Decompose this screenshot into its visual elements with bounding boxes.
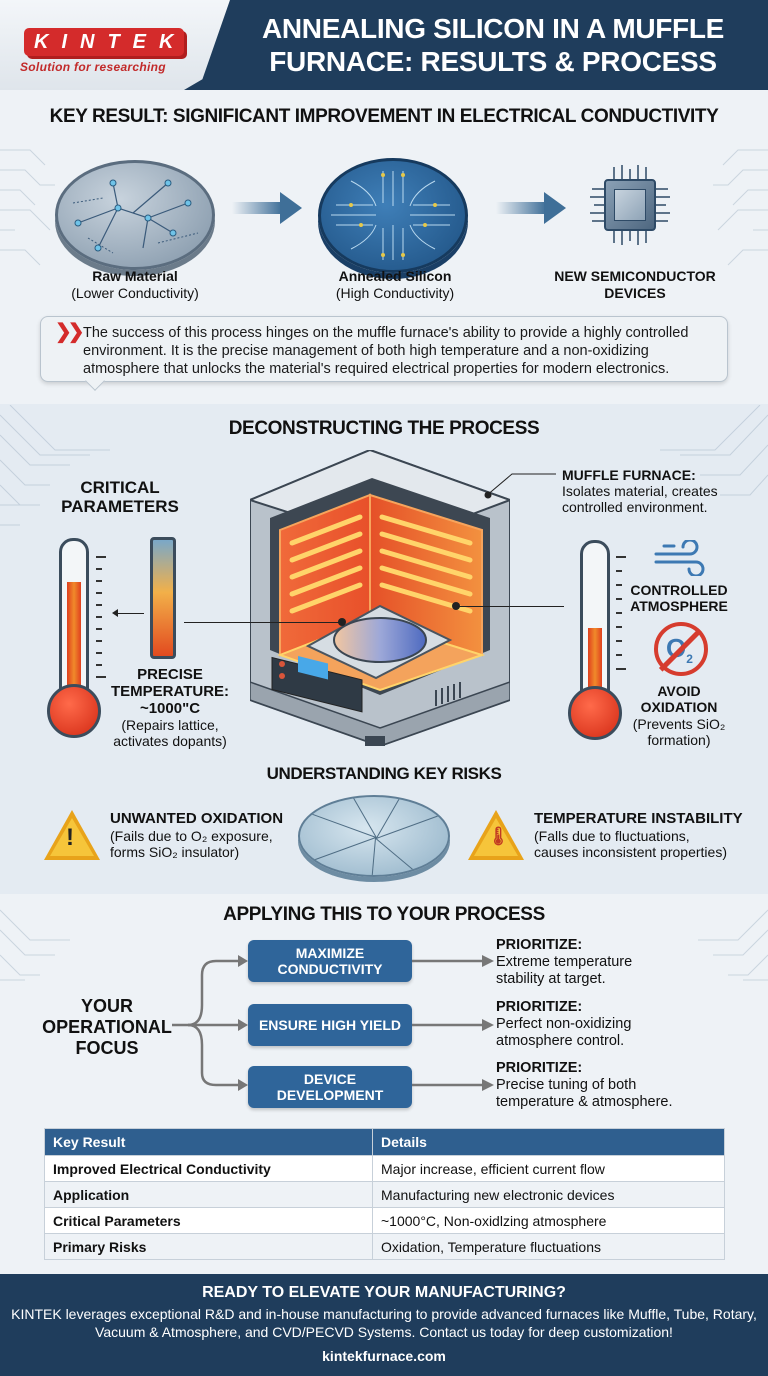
temperature-description: (Repairs lattice,activates dopants) — [113, 717, 227, 749]
circuit-decoration-apply-left — [0, 909, 70, 981]
table-cell-key: Application — [44, 1181, 373, 1208]
footer-description: KINTEK leverages exceptional R&D and in-… — [11, 1306, 757, 1340]
header-banner: KINTEK Solution for researching ANNEALIN… — [0, 0, 768, 90]
table-cell-detail: ~1000°C, Non-oxidlzing atmosphere — [372, 1207, 725, 1234]
title-line-1: ANNEALING SILICON IN A MUFFLE — [261, 13, 725, 44]
summary-table: Key Result Details Improved Electrical C… — [44, 1128, 725, 1260]
pointer-arrow — [116, 613, 144, 614]
raw-material-label: Raw Material(Lower Conductivity) — [71, 268, 199, 301]
temperature-gradient-bar — [150, 537, 176, 659]
no-oxygen-icon: O2 — [654, 622, 708, 676]
process-title: DECONSTRUCTING THE PROCESS — [228, 418, 540, 439]
annealed-wafer-icon — [318, 158, 468, 273]
table-cell-key: Critical Parameters — [44, 1207, 373, 1234]
leader-dot-chamber — [452, 602, 460, 610]
priority-arrows — [412, 955, 494, 1091]
table-cell-detail: Oxidation, Temperature fluctuations — [372, 1233, 725, 1260]
table-row: Critical Parameters ~1000°C, Non-oxidlzi… — [44, 1207, 725, 1234]
arrow-head-icon — [112, 609, 118, 617]
ensure-high-yield-button[interactable]: ENSURE HIGH YIELD — [248, 1004, 412, 1046]
callout-text: The success of this process hinges on th… — [83, 325, 689, 377]
table-row: Primary Risks Oxidation, Temperature flu… — [44, 1233, 725, 1260]
page-title: ANNEALING SILICON IN A MUFFLE FURNACE: R… — [228, 12, 758, 78]
key-result-title: KEY RESULT: SIGNIFICANT IMPROVEMENT IN E… — [49, 106, 719, 127]
annealed-silicon-label: Annealed Silicon(High Conductivity) — [335, 268, 455, 301]
muffle-furnace-illustration — [250, 450, 510, 746]
table-cell-detail: Manufacturing new electronic devices — [372, 1181, 725, 1208]
website-link[interactable]: kintekfurnace.com — [322, 1348, 446, 1364]
flow-arrow-2 — [496, 192, 566, 224]
circuit-decoration-apply-right — [698, 909, 768, 981]
risk-description-temperature: (Falls due to fluctuations,causes incons… — [534, 828, 727, 860]
apply-title: APPLYING THIS TO YOUR PROCESS — [223, 904, 545, 925]
logo-panel: KINTEK Solution for researching — [0, 0, 230, 90]
kintek-logo[interactable]: KINTEK — [24, 28, 184, 56]
leader-line-furnace — [484, 473, 556, 499]
risk-description-oxidation: (Fails due to O₂ exposure,forms SiO₂ ins… — [110, 828, 273, 860]
thermometer-right-icon — [566, 540, 626, 750]
leader-dot-tray — [338, 618, 346, 626]
circuit-decoration-right — [713, 149, 768, 266]
warning-icon-oxidation: ! — [44, 810, 100, 860]
footer-cta: READY TO ELEVATE YOUR MANUFACTURING? KIN… — [0, 1274, 768, 1376]
key-insight-callout: ❯❯ The success of this process hinges on… — [40, 316, 728, 382]
table-cell-key: Primary Risks — [44, 1233, 373, 1260]
table-header-key-result: Key Result — [44, 1128, 373, 1156]
chip-icon — [590, 165, 670, 245]
wind-icon — [654, 540, 705, 576]
footer-title: READY TO ELEVATE YOUR MANUFACTURING? — [202, 1284, 566, 1301]
leader-line-atmosphere — [456, 606, 564, 607]
circuit-decoration-process-right — [660, 405, 768, 496]
precise-temperature-label: PRECISE TEMPERATURE: ~1000"C — [110, 666, 230, 717]
table-cell-key: Improved Electrical Conductivity — [44, 1155, 373, 1182]
raw-wafer-icon — [55, 160, 215, 270]
circuit-decoration-process — [0, 405, 110, 526]
double-chevron-icon: ❯❯ — [55, 321, 84, 343]
table-header-row: Key Result Details — [44, 1128, 725, 1156]
risks-title: UNDERSTANDING KEY RISKS — [266, 764, 502, 783]
table-header-details: Details — [372, 1128, 725, 1156]
risk-title-oxidation: UNWANTED OXIDATION — [110, 810, 284, 827]
risk-title-temperature: TEMPERATURE INSTABILITY — [534, 810, 743, 827]
table-row: Application Manufacturing new electronic… — [44, 1181, 725, 1208]
table-cell-detail: Major increase, efficient current flow — [372, 1155, 725, 1182]
flow-arrow-1 — [232, 192, 302, 224]
muffle-furnace-callout: MUFFLE FURNACE: Isolates material, creat… — [562, 467, 718, 515]
logo-tagline: Solution for researching — [20, 60, 166, 74]
cracked-wafer-icon — [298, 795, 450, 877]
title-line-2: FURNACE: RESULTS & PROCESS — [269, 46, 717, 77]
thermometer-left-icon — [45, 538, 105, 748]
circuit-decoration-left — [0, 149, 55, 266]
branch-connector — [172, 955, 248, 1091]
warning-icon-temperature: 🌡 — [468, 810, 524, 860]
leader-line-temperature — [184, 622, 342, 623]
table-row: Improved Electrical Conductivity Major i… — [44, 1155, 725, 1182]
